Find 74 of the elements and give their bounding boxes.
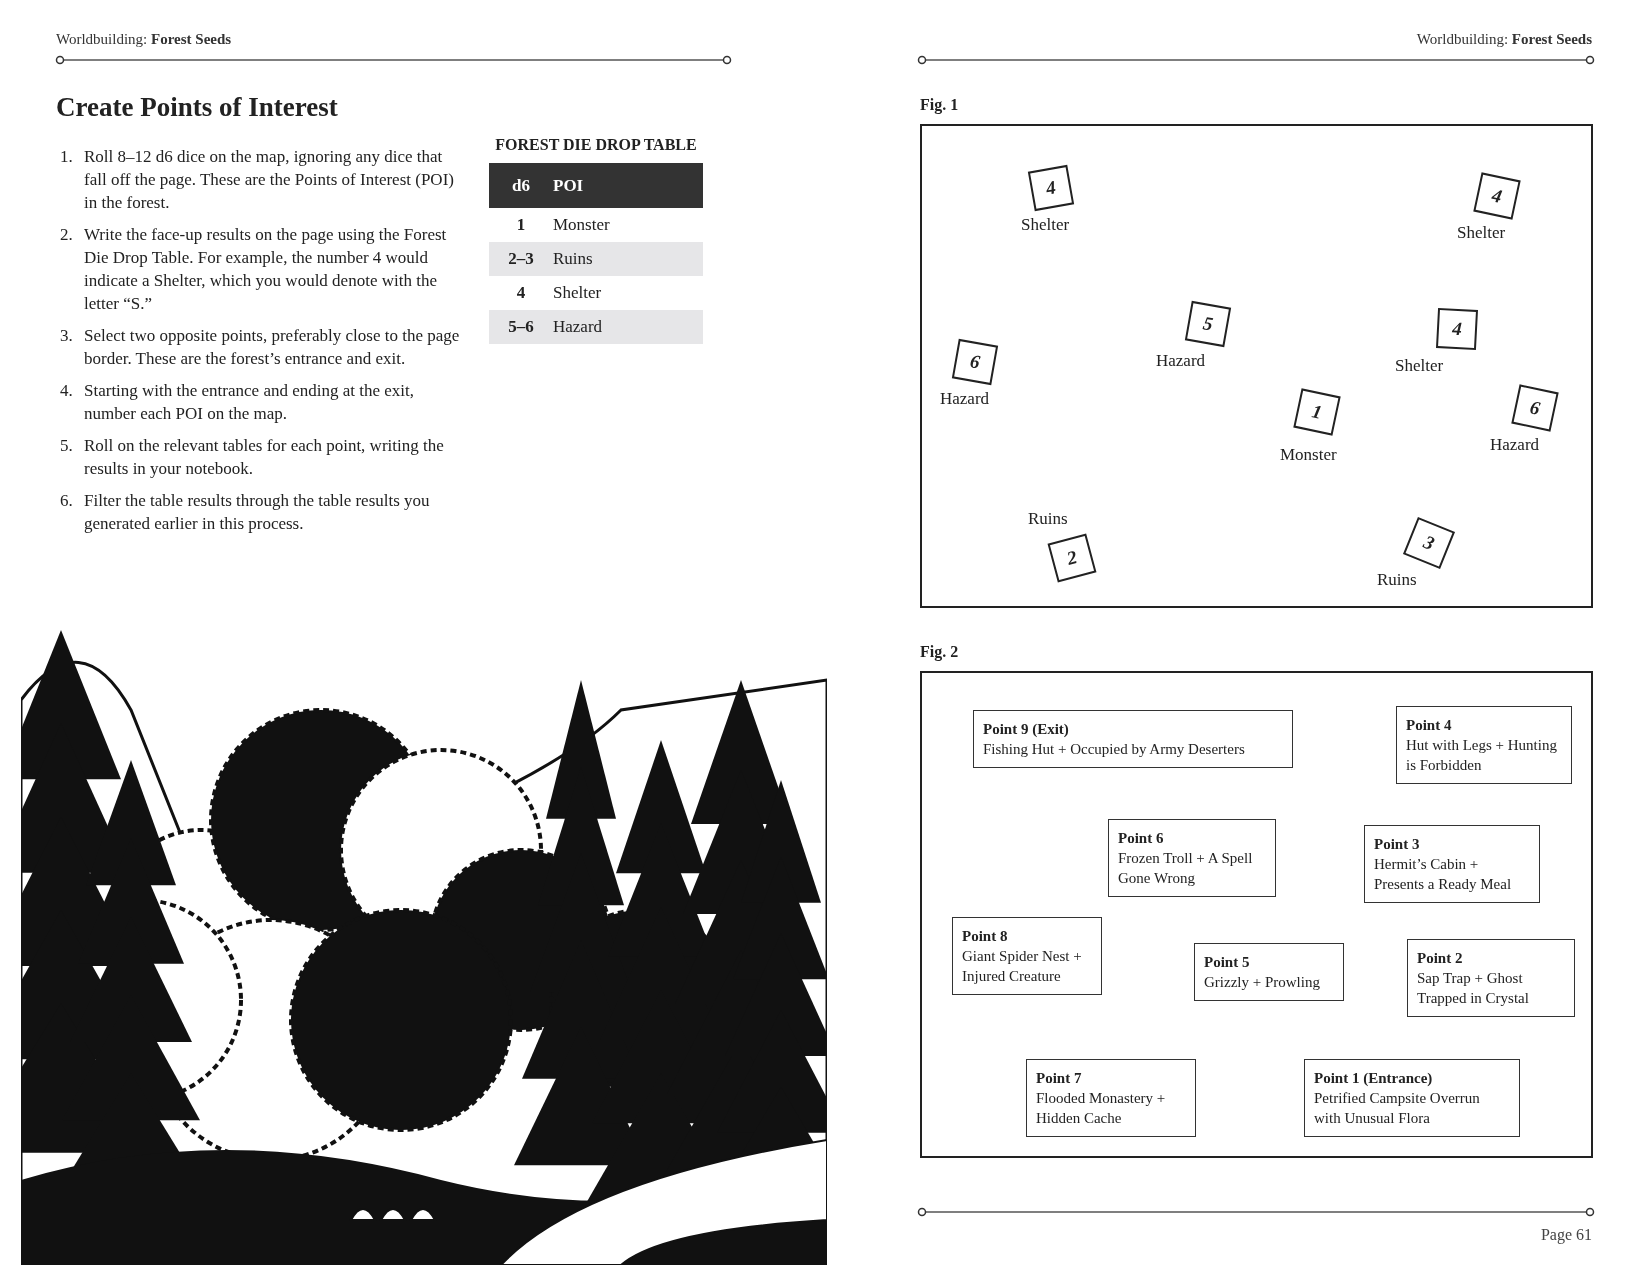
die-square: 6	[1511, 384, 1559, 432]
point-card	[1194, 943, 1344, 1001]
point-description: Hut with Legs + Hunting is Forbidden	[1406, 736, 1558, 775]
point-card	[952, 917, 1102, 995]
point-description: Petrified Campsite Overrun with Unusual Flora	[1314, 1089, 1481, 1128]
figure-label: Fig. 1	[920, 96, 960, 116]
point-description: Flooded Monastery + Hidden Cache	[1036, 1089, 1167, 1128]
step-text: Select two opposite points, preferably close to the page border. These are the forest’s entrance and exit.	[84, 325, 461, 370]
point-description: Giant Spider Nest + Injured Creature	[962, 947, 1083, 986]
running-header: Worldbuilding: Forest Seeds	[56, 31, 232, 48]
die-label: Hazard	[940, 389, 990, 409]
die-label: Hazard	[1156, 351, 1206, 371]
section-title: Create Points of Interest	[56, 92, 338, 123]
die-square: 3	[1402, 516, 1456, 570]
die-square: 2	[1047, 533, 1097, 583]
page-number: Page 61	[1540, 1226, 1592, 1244]
step-text: Starting with the entrance and ending at the exit, number each POI on the map.	[84, 380, 415, 425]
point-description: Hermit’s Cabin + Presents a Ready Meal	[1374, 855, 1513, 894]
step-number: 6.	[60, 490, 74, 512]
step-text: Filter the table results through the table results you generated earlier in this process.	[84, 490, 431, 535]
header-cell: POI	[553, 163, 703, 208]
point-card	[1304, 1059, 1520, 1137]
header-cell: d6	[489, 163, 553, 208]
die-label: Monster	[1280, 445, 1337, 465]
die-square: 1	[1293, 388, 1341, 436]
table-cell-text: Monster	[553, 214, 611, 236]
die-square: 6	[951, 338, 999, 386]
point-card	[1396, 706, 1572, 784]
table-cell-text: Shelter	[553, 282, 603, 304]
step-number: 2.	[60, 224, 74, 246]
point-card	[1364, 825, 1540, 903]
die-square: 4	[1027, 164, 1075, 212]
point-description: Grizzly + Prowling	[1204, 973, 1321, 992]
point-heading: Point 9 (Exit)	[983, 720, 1070, 739]
point-description: Frozen Troll + A Spell Gone Wrong	[1118, 849, 1254, 888]
table-cell: 2–3	[489, 242, 553, 276]
table-cell: Hazard	[553, 310, 703, 344]
step-number: 1.	[60, 146, 74, 168]
table-cell-text: 1	[515, 214, 527, 236]
step-number: 5.	[60, 435, 74, 457]
table-cell-text: 4	[515, 282, 527, 304]
point-description: Sap Trap + Ghost Trapped in Crystal	[1417, 969, 1530, 1008]
die-label: Shelter	[1457, 223, 1506, 243]
die-square: 5	[1184, 300, 1232, 348]
point-card	[1026, 1059, 1196, 1137]
point-description: Fishing Hut + Occupied by Army Deserters	[983, 740, 1246, 759]
die-label: Shelter	[1021, 215, 1070, 235]
point-card	[1407, 939, 1575, 1017]
die-label: Ruins	[1377, 570, 1417, 590]
die-label: Hazard	[1490, 435, 1540, 455]
table-cell: Ruins	[553, 242, 703, 276]
point-heading: Point 8	[962, 927, 1009, 946]
die-label: Ruins	[1028, 509, 1068, 529]
step-text: Roll on the relevant tables for each point, writing the results in your notebook.	[84, 435, 445, 480]
point-heading: Point 3	[1374, 835, 1421, 854]
die-label: Shelter	[1395, 356, 1444, 376]
step-text: Roll 8–12 d6 dice on the map, ignoring any dice that fall off the page. These are the Points of Interest (POI) in the forest.	[84, 146, 455, 214]
step-number: 4.	[60, 380, 74, 402]
point-card	[973, 710, 1293, 768]
running-header: Worldbuilding: Forest Seeds	[1416, 31, 1592, 48]
figure-label: Fig. 2	[920, 643, 960, 663]
die-square: 4	[1473, 172, 1521, 220]
point-heading: Point 5	[1204, 953, 1251, 972]
point-heading: Point 6	[1118, 829, 1165, 848]
table-title: FOREST DIE DROP TABLE	[494, 136, 698, 154]
table-cell: 5–6	[489, 310, 553, 344]
point-card	[1108, 819, 1276, 897]
die-square: 4	[1436, 308, 1478, 350]
point-heading: Point 1 (Entrance)	[1314, 1069, 1434, 1088]
step-number: 3.	[60, 325, 74, 347]
point-heading: Point 2	[1417, 949, 1464, 968]
point-heading: Point 7	[1036, 1069, 1083, 1088]
point-heading: Point 4	[1406, 716, 1453, 735]
step-text: Write the face-up results on the page using the Forest Die Drop Table. For example, the number 4 would indicate a Shelter, which you would denote with the letter “S.”	[84, 224, 448, 315]
